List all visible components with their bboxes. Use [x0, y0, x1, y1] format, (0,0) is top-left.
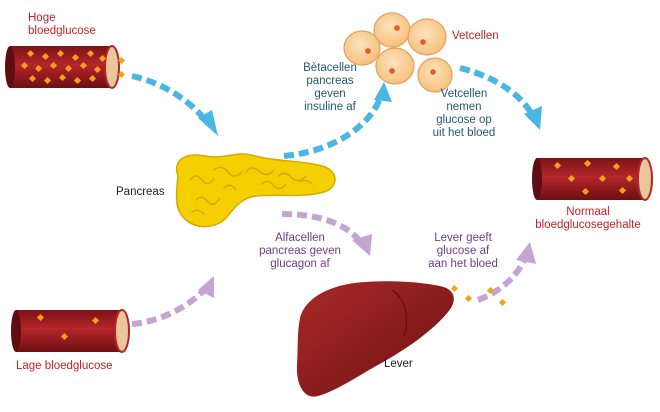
- liver-glucose-molecules: [450, 284, 507, 307]
- arrowhead-pancreas-to-fatcells: [374, 82, 392, 102]
- liver-release-label-line2: glucose af: [436, 245, 490, 257]
- fat-cells-uptake-line4: uit het bloed: [432, 127, 496, 139]
- arrow-pancreas-to-liver: [281, 211, 365, 246]
- fat-cells-uptake-label: Vetcellen nemen glucose op uit het bloed: [418, 88, 510, 140]
- normal-glucose-label: Normaal bloedglucosegehalte: [520, 206, 656, 232]
- liver-organ: [296, 281, 454, 397]
- low-glucose-vessel: [11, 309, 130, 353]
- normal-glucose-molecules: [553, 159, 634, 196]
- high-glucose-label: Hoge bloedglucose: [28, 12, 96, 38]
- arrowhead-pancreas-to-liver: [352, 234, 372, 256]
- normal-glucose-label-line2: bloedglucosegehalte: [535, 219, 641, 231]
- liver-release-label-line1: Lever geeft: [434, 232, 492, 244]
- fat-cells-uptake-line2: nemen: [446, 101, 482, 113]
- high-glucose-label-line2: bloedglucose: [28, 25, 96, 37]
- arrowhead-high-to-pancreas: [198, 110, 218, 136]
- pancreas-organ: [175, 153, 336, 228]
- arrowhead-low-to-pancreas: [198, 276, 214, 298]
- fat-cells-cluster: [343, 12, 453, 93]
- beta-cells-label-line3: geven: [314, 88, 346, 100]
- liver-release-label: Lever geeft glucose af aan het bloed: [418, 232, 508, 271]
- low-glucose-molecules: [36, 313, 100, 341]
- fat-cells-uptake-line1: Vetcellen: [440, 88, 488, 100]
- normal-glucose-label-line1: Normaal: [566, 206, 610, 218]
- normal-glucose-vessel: [532, 157, 653, 201]
- high-glucose-vessel: [5, 45, 126, 89]
- beta-cells-label-line2: pancreas: [306, 75, 354, 87]
- arrow-fatcells-to-normal: [459, 65, 537, 120]
- beta-cells-label-line1: Bètacellen: [303, 62, 357, 74]
- arrow-pancreas-to-fatcells: [283, 94, 384, 159]
- alpha-cells-label-line2: pancreas geven: [259, 245, 341, 257]
- beta-cells-label: Bètacellen pancreas geven insuline af: [290, 62, 370, 114]
- arrowhead-fatcells-to-normal: [524, 106, 542, 130]
- fat-cells-uptake-line3: glucose op: [436, 114, 492, 126]
- fat-cells-label: Vetcellen: [452, 30, 499, 42]
- low-glucose-label: Lage bloedglucose: [16, 360, 113, 372]
- alpha-cells-label: Alfacellen pancreas geven glucagon af: [248, 232, 352, 271]
- alpha-cells-label-line3: glucagon af: [270, 258, 330, 270]
- liver-label: Lever: [384, 358, 413, 370]
- arrow-high-to-pancreas: [131, 73, 211, 126]
- beta-cells-label-line4: insuline af: [304, 101, 356, 113]
- arrowhead-liver-to-normal: [516, 242, 536, 264]
- liver-release-label-line3: aan het bloed: [428, 258, 498, 270]
- arrow-low-to-pancreas: [131, 285, 209, 327]
- alpha-cells-label-line1: Alfacellen: [275, 232, 325, 244]
- high-glucose-label-line1: Hoge: [28, 12, 56, 24]
- pancreas-label: Pancreas: [116, 186, 165, 198]
